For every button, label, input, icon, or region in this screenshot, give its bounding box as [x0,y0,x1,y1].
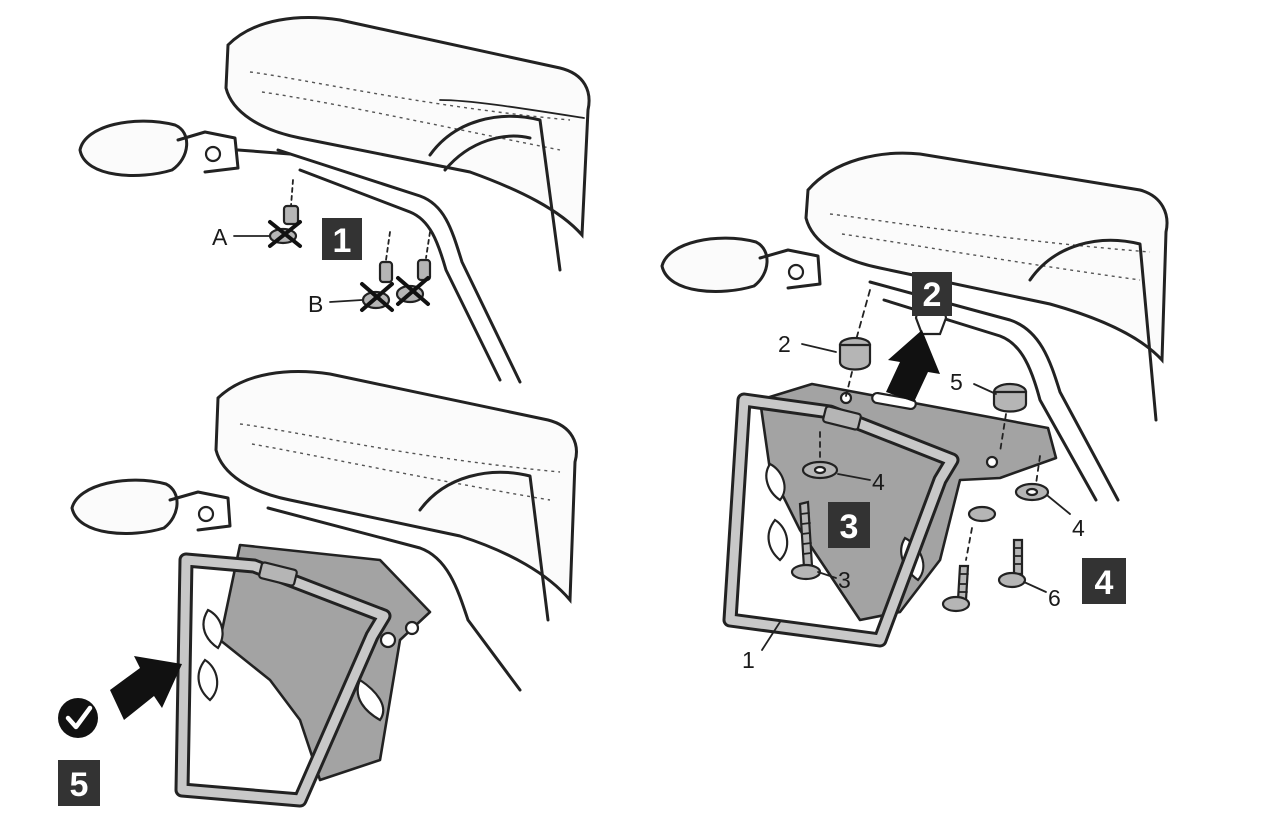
step-badge-5 [58,760,100,806]
fastener-B [360,231,432,312]
step-badge-2 [912,272,952,316]
callout-3: 3 [838,567,851,593]
callout-6: 6 [1048,585,1061,611]
step-badge-1 [322,218,362,260]
svg-text:1: 1 [333,222,352,260]
fastener-A [268,179,302,248]
spacer-2 [838,289,872,397]
push-arrow [110,656,182,720]
step-badge-3 [828,502,870,548]
svg-text:4: 4 [1095,564,1114,602]
callout-5: 5 [950,369,963,395]
grab-rail [276,148,522,384]
callout-4b: 4 [1072,515,1085,541]
washer-4a [801,431,839,480]
lift-arrow [886,330,940,402]
callout-4a: 4 [872,469,885,495]
bolt-6 [997,538,1027,589]
check-icon [58,698,98,738]
bolt-extra [941,505,997,613]
turn-signal [78,119,189,177]
svg-text:5: 5 [70,766,89,804]
mounting-plate-exploded [758,382,1058,622]
mounting-plate [218,543,432,782]
bolt-3 [790,500,822,581]
panel-remove-parts: A B 1 [78,16,591,384]
washer-4b [1014,455,1050,502]
spacer-5 [992,382,1028,453]
callout-A: A [212,224,228,250]
panel-exploded-assembly: 2 5 4 4 3 6 1 2 3 4 [660,151,1169,673]
callout-1: 1 [742,647,755,673]
callout-B: B [308,291,323,317]
panel-fitted-result: 5 [58,370,578,808]
step-badge-4 [1082,558,1126,604]
callout-2: 2 [778,331,791,357]
svg-text:3: 3 [840,508,859,546]
svg-text:2: 2 [923,276,942,314]
seat [224,16,591,239]
